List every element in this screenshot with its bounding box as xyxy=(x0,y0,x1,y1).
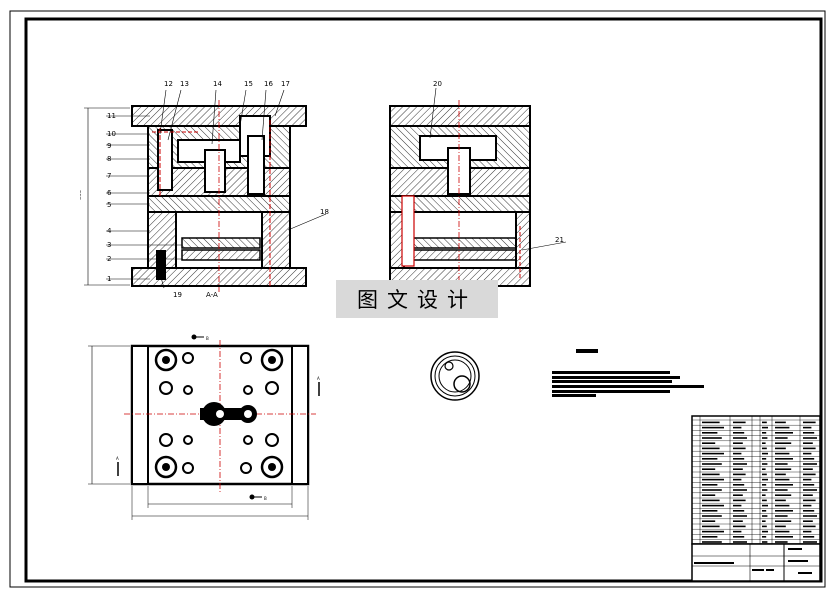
part-label: 10 xyxy=(107,130,116,138)
part-label: 4 xyxy=(107,227,112,235)
part-label: 15 xyxy=(244,80,253,88)
part-label: 16 xyxy=(264,80,273,88)
part-label: 7 xyxy=(107,172,111,180)
inner-border xyxy=(24,17,823,583)
side-section-view xyxy=(389,87,567,292)
part-label: 9 xyxy=(107,142,111,150)
section-marker: A xyxy=(317,376,320,381)
part-label: 2 xyxy=(107,255,111,263)
part-label: 8 xyxy=(107,155,111,163)
part-detail-view xyxy=(430,351,480,401)
part-label: 6 xyxy=(107,189,112,197)
technical-notes xyxy=(552,349,704,397)
part-label: 13 xyxy=(180,80,189,88)
part-label: 5 xyxy=(107,201,111,209)
part-label: 21 xyxy=(555,236,564,244)
part-label: 12 xyxy=(164,80,173,88)
part-label: 17 xyxy=(281,80,290,88)
watermark: 图文设计 xyxy=(336,280,498,318)
part-label: 11 xyxy=(107,112,116,120)
front-section-view: ~~~ xyxy=(78,89,327,292)
title-block xyxy=(691,543,821,582)
plan-view xyxy=(88,334,320,520)
part-label: 14 xyxy=(213,80,222,88)
parts-list-table xyxy=(691,415,821,545)
part-labels-left: 11 10 9 8 7 6 5 4 3 2 1 xyxy=(107,112,116,283)
svg-text:~~~: ~~~ xyxy=(78,190,83,200)
part-label: 1 xyxy=(107,275,111,283)
view-marker: B xyxy=(206,336,209,341)
part-label: 18 xyxy=(320,208,329,216)
outer-border xyxy=(9,10,826,588)
section-marker: A xyxy=(116,456,119,461)
view-marker: B xyxy=(264,496,267,501)
part-label: 3 xyxy=(107,241,111,249)
part-label: 19 xyxy=(173,291,182,299)
section-label: A-A xyxy=(206,291,218,299)
part-label: 20 xyxy=(433,80,442,88)
part-labels-top: 12 13 14 15 16 17 xyxy=(164,80,290,88)
